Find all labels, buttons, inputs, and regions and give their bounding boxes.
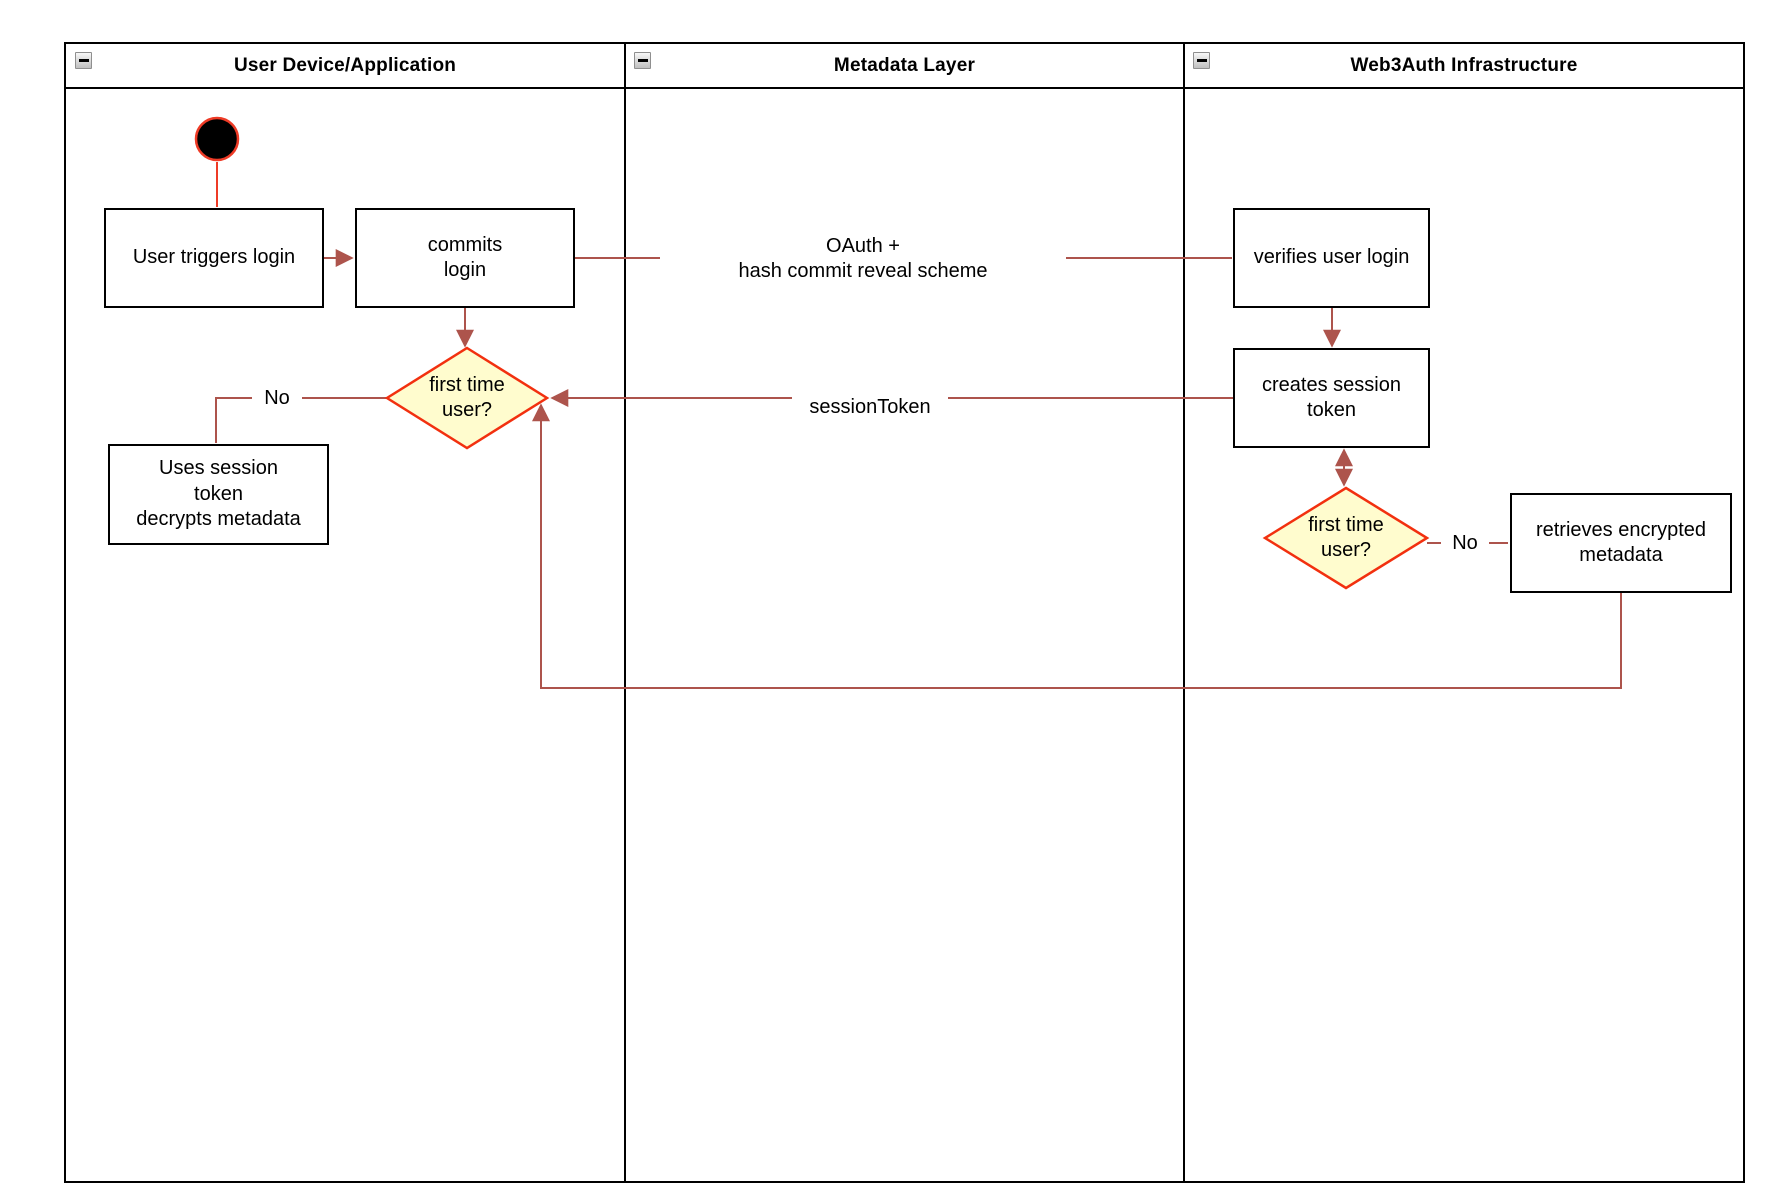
collapse-minus-icon[interactable]	[1193, 52, 1210, 69]
start-node[interactable]	[194, 116, 240, 162]
collapse-minus-icon[interactable]	[75, 52, 92, 69]
edge-label-oauth: OAuth + hash commit reveal scheme	[660, 233, 1066, 284]
collapse-minus-icon[interactable]	[634, 52, 651, 69]
lane-title-web3auth: Web3Auth Infrastructure	[1350, 54, 1578, 76]
pool-frame	[64, 42, 1745, 1183]
minus-glyph	[637, 59, 648, 62]
activity-retrieves-encrypted-metadata[interactable]: retrieves encrypted metadata	[1510, 493, 1732, 593]
minus-glyph	[1196, 59, 1207, 62]
edge-label-no-web3auth: No	[1441, 530, 1489, 557]
edge-label-no-device: No	[252, 385, 302, 412]
flow-edge-retrieve-return-to-decision	[532, 403, 1622, 689]
activity-commits-login[interactable]: commits login	[355, 208, 575, 308]
decision-label-first-time-user-device: first time user?	[429, 374, 505, 421]
activity-uses-session-token[interactable]: Uses session token decrypts metadata	[108, 444, 329, 545]
lane-title-user-device: User Device/Application	[233, 54, 457, 76]
activity-creates-session-token[interactable]: creates session token	[1233, 348, 1430, 448]
edge-label-session-token: sessionToken	[792, 392, 948, 422]
activity-verifies-user-login[interactable]: verifies user login	[1233, 208, 1430, 308]
decision-label-first-time-user-web3auth: first time user?	[1308, 514, 1384, 561]
flow-edge-decision-no-to-uses-session	[215, 397, 387, 443]
activity-user-triggers-login[interactable]: User triggers login	[104, 208, 324, 308]
decision-first-time-user-device[interactable]	[384, 346, 550, 450]
minus-glyph	[78, 59, 89, 62]
decision-first-time-user-web3auth[interactable]	[1262, 486, 1430, 590]
lane-title-metadata: Metadata Layer	[833, 54, 976, 76]
